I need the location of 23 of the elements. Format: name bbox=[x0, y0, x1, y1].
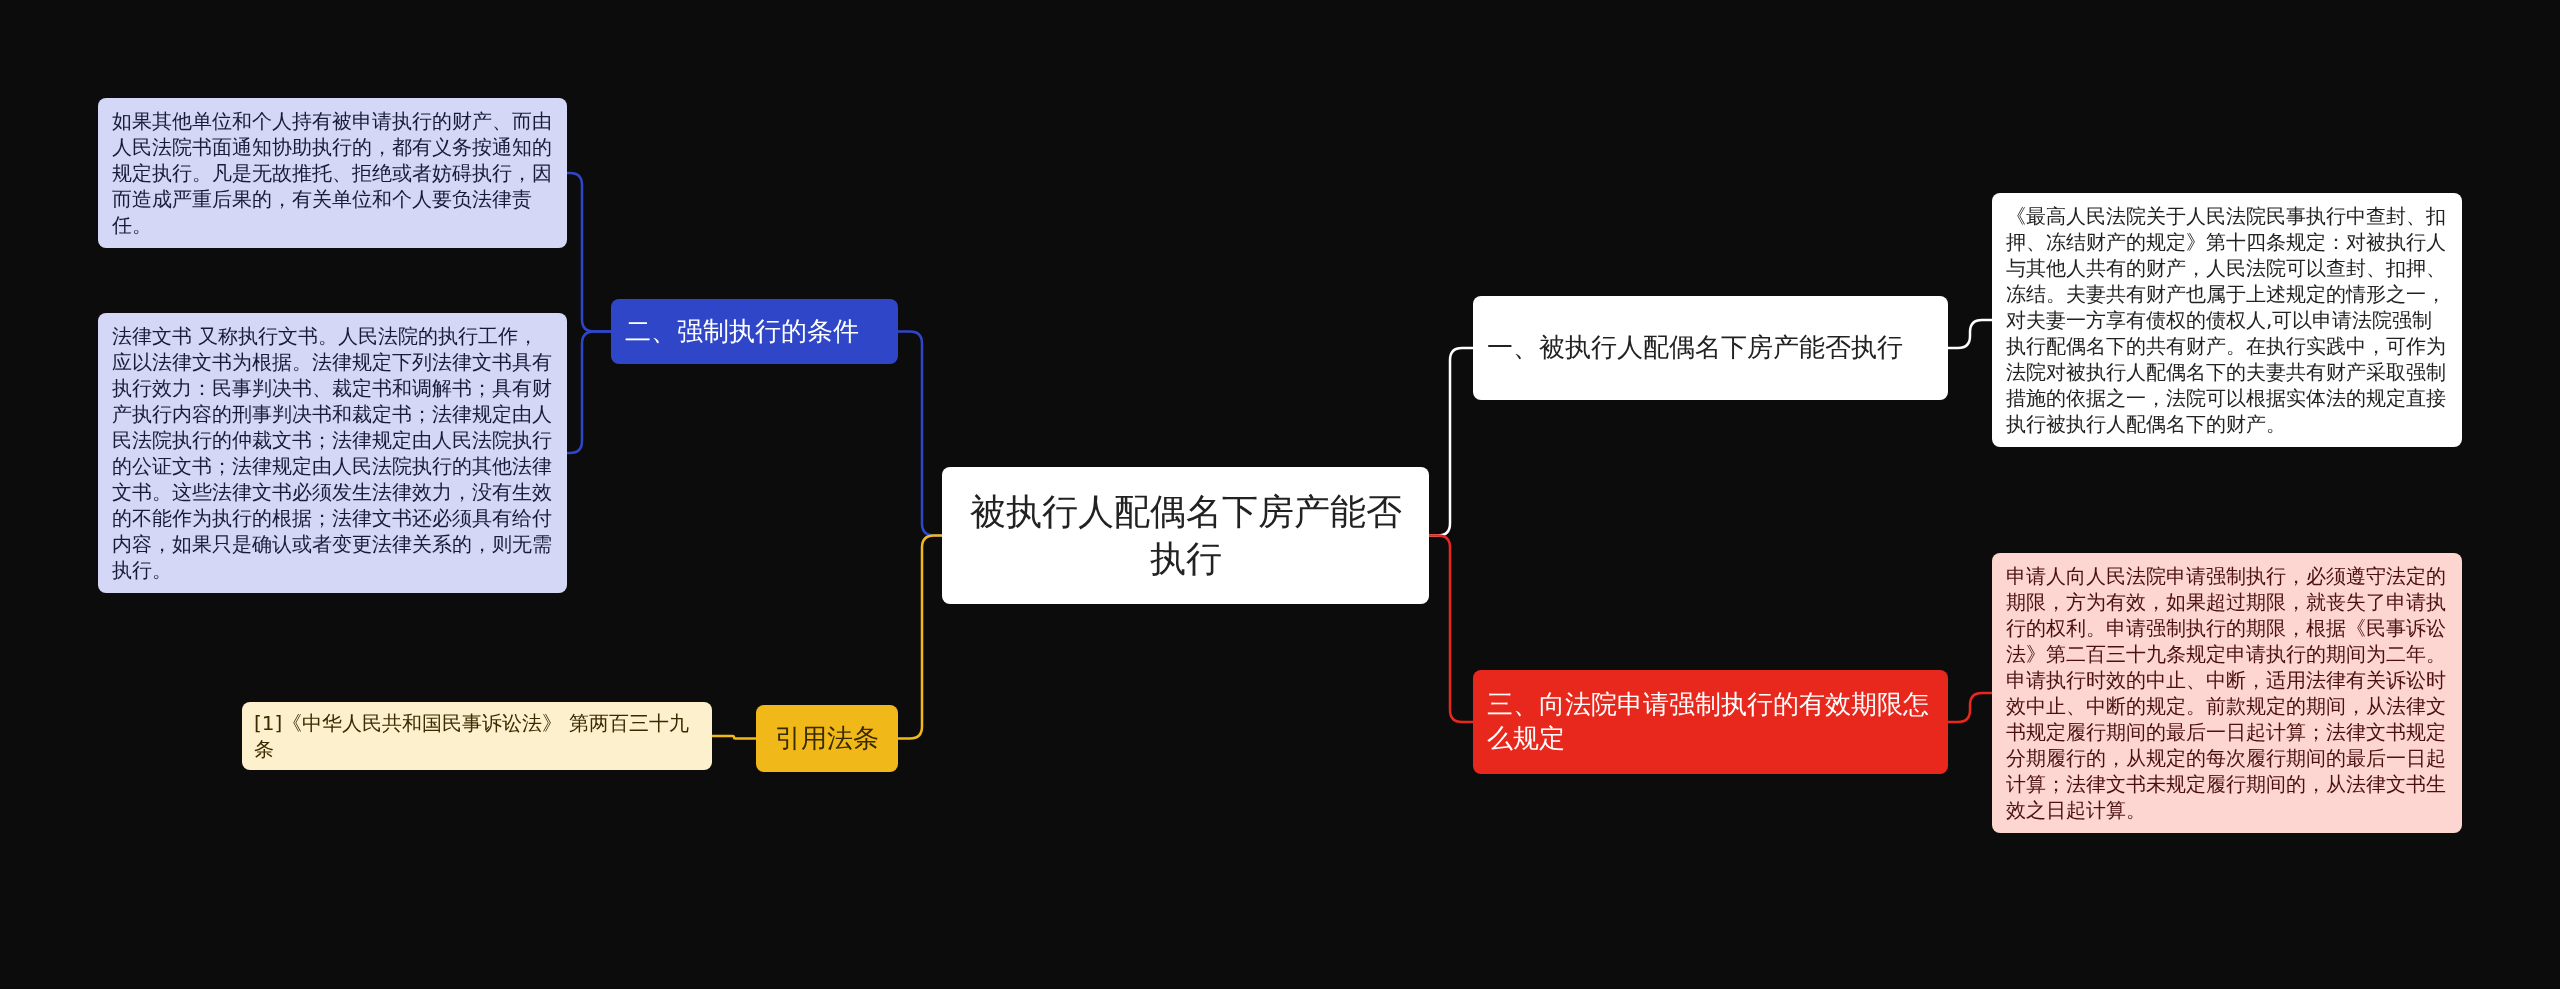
topic-text: 《最高人民法院关于人民法院民事执行中查封、扣押、冻结财产的规定》第十四条规定：对被执行人与其他人共有的财产，人民法院可以查封、扣押、冻结。夫妻共有财产也属于上述规定的情形之一，对夫妻一方享有债权的债权人,可以申请法院强制执行配偶名下的共有财产。在执行实践中，可作为法院对被执行人配偶名下的夫妻共有财产采取强制措施的依据之一，法院可以根据实体法的规定直接执行被执行人配偶名下的财产。 bbox=[2006, 203, 2447, 437]
topic-text: 三、向法院申请强制执行的有效期限怎么规定 bbox=[1487, 688, 1930, 755]
topic-text: 二、强制执行的条件 bbox=[625, 314, 860, 348]
topic-text: 引用法条 bbox=[774, 721, 880, 755]
topic-text: 如果其他单位和个人持有被申请执行的财产、而由人民法院书面通知协助执行的，都有义务按通知的规定执行。凡是无故推托、拒绝或者妨碍执行，因而造成严重后果的，有关单位和个人要负法律责任。 bbox=[112, 108, 553, 238]
branch-topic bbox=[1473, 670, 1948, 774]
branch-topic bbox=[756, 705, 898, 772]
connector-line bbox=[1429, 534, 1473, 724]
branch-topic bbox=[1473, 296, 1948, 400]
central-topic bbox=[942, 467, 1429, 604]
connector-line bbox=[1948, 318, 1992, 350]
connector-line bbox=[1948, 691, 1992, 724]
topic-text: 被执行人配偶名下房产能否执行 bbox=[968, 489, 1403, 581]
topic-text: 法律文书 又称执行文书。人民法院的执行工作，应以法律文书为根据。法律规定下列法律文书具有执行效力：民事判决书、裁定书和调解书；具有财产执行内容的刑事判决书和裁定书；法律规定由人民法院执行的仲裁文书；法律规定由人民法院执行的公证文书；法律规定由人民法院执行的其他法律文书。这些法律文书必须发生法律效力，没有生效的不能作为执行的根据；法律文书还必须具有给付内容，如果只是确认或者变更法律关系的，则无需执行。 bbox=[112, 323, 553, 583]
topic-text: [1]《中华人民共和国民事诉讼法》 第两百三十九条 bbox=[254, 710, 690, 762]
branch-topic bbox=[611, 299, 898, 364]
topic-text: 申请人向人民法院申请强制执行，必须遵守法定的期限，方为有效，如果超过期限，就丧失了申请执行的权利。申请强制执行的期限，根据《民事诉讼法》第二百三十九条规定申请执行的期间为二年。申请执行时效的中止、中断，适用法律有关诉讼时效中止、中断的规定。前款规定的期间，从法律文书规定履行期间的最后一日起计算；法律文书规定分期履行的，从规定的每次履行期间的最后一日起计算；法律文书未规定履行期间的，从法律文书生效之日起计算。 bbox=[2006, 563, 2447, 823]
connector-line bbox=[898, 534, 942, 740]
note-card bbox=[242, 702, 712, 770]
connector-line bbox=[712, 734, 756, 740]
topic-text: 一、被执行人配偶名下房产能否执行 bbox=[1487, 331, 1904, 365]
note-card bbox=[98, 98, 567, 248]
connector-line bbox=[567, 330, 611, 455]
